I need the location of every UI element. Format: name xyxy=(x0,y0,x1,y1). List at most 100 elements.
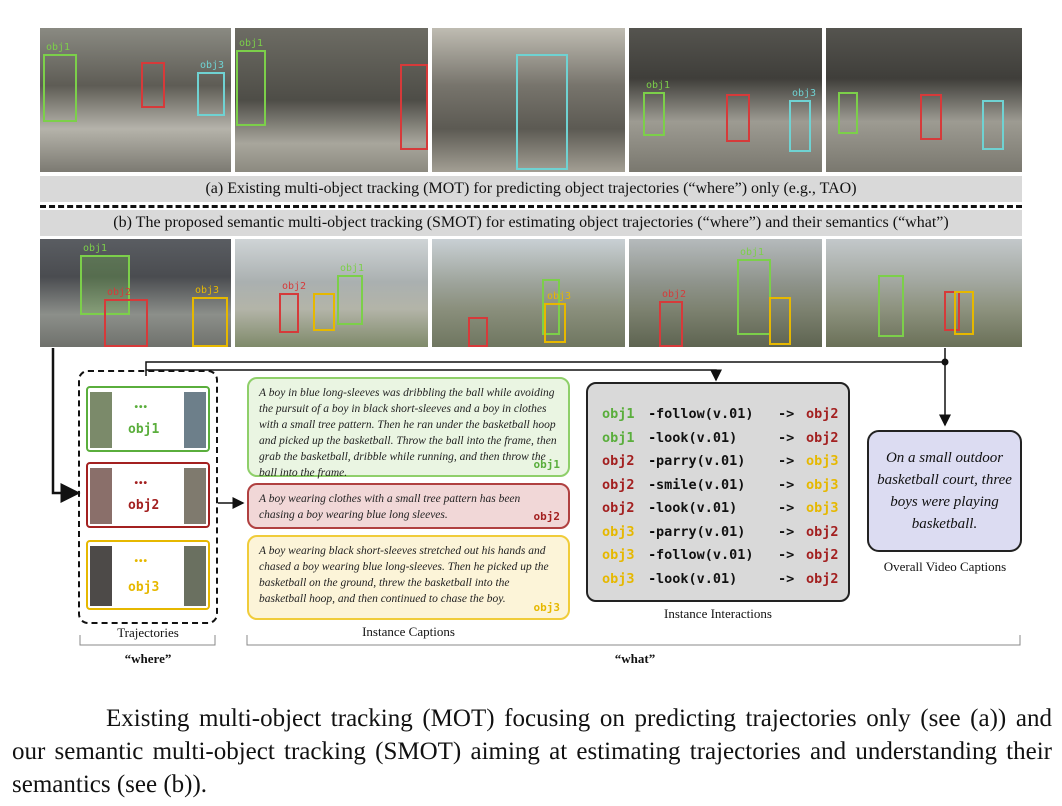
interaction-object: obj3 xyxy=(806,500,839,516)
trajectory-name: obj1 xyxy=(128,422,160,437)
caption-text: A boy wearing black short-sleeves stretc… xyxy=(259,545,549,605)
caption-obj3: A boy wearing black short-sleeves stretc… xyxy=(247,535,570,620)
bbox-obj3 xyxy=(769,297,791,345)
mot-frame-3 xyxy=(432,28,625,172)
interaction-object: obj2 xyxy=(806,570,839,587)
trajectory-thumb-start xyxy=(90,468,112,524)
trajectory-thumb-end xyxy=(184,468,206,524)
interaction-dash: - xyxy=(640,429,657,446)
label-instance-interactions: Instance Interactions xyxy=(664,606,772,621)
trajectory-thumb-end xyxy=(184,546,206,606)
bbox-obj3: obj3 xyxy=(544,291,571,343)
interaction-verb: follow(v.01) xyxy=(656,406,754,422)
bbox-obj3: obj3 xyxy=(197,60,225,116)
interaction-row: obj2 -parry(v.01) -> obj3 xyxy=(602,453,846,469)
bbox-obj1 xyxy=(542,279,560,335)
smot-frame-5 xyxy=(826,239,1022,347)
overall-caption-text: On a small outdoor basketball court, thr… xyxy=(877,450,1012,532)
interaction-arrow: -> xyxy=(778,523,795,540)
bbox-obj1: obj1 xyxy=(80,243,130,315)
caption-text: A boy in blue long-sleeves was dribbling… xyxy=(259,387,557,479)
bbox-obj3 xyxy=(313,293,335,331)
trajectories-panel xyxy=(78,370,218,624)
label-overall-video-captions: Overall Video Captions xyxy=(883,559,1007,574)
label-where: “where” xyxy=(124,651,172,666)
interaction-object: obj2 xyxy=(806,406,839,422)
trajectory-thumb-start xyxy=(90,392,112,448)
caption-tag: obj1 xyxy=(533,458,561,471)
interaction-dash: - xyxy=(640,500,657,516)
interaction-object: obj3 xyxy=(806,453,839,469)
bbox-obj1: obj1 xyxy=(643,80,670,136)
bbox-obj2 xyxy=(726,94,750,142)
interaction-subject: obj2 xyxy=(602,476,635,493)
interaction-verb: parry(v.01) xyxy=(656,523,746,540)
interaction-object: obj2 xyxy=(806,523,839,540)
bbox-obj2 xyxy=(400,64,428,150)
interaction-verb: smile(v.01) xyxy=(656,476,746,493)
dashed-separator xyxy=(40,205,1022,208)
trajectory-name: obj3 xyxy=(128,580,160,595)
smot-frame-2: obj2 obj1 xyxy=(235,239,428,347)
trajectory-dots: ... xyxy=(134,392,148,412)
bbox-obj2 xyxy=(944,291,960,331)
interaction-subject: obj2 xyxy=(602,500,635,516)
bbox-obj2 xyxy=(468,317,488,347)
smot-frame-4: obj2 obj1 xyxy=(629,239,822,347)
interaction-subject: obj1 xyxy=(602,406,635,422)
interaction-arrow: -> xyxy=(778,570,795,587)
interaction-verb: look(v.01) xyxy=(656,429,738,446)
interaction-subject: obj3 xyxy=(602,570,635,587)
interaction-object: obj3 xyxy=(806,476,839,493)
trajectory-dots: ... xyxy=(134,468,148,488)
interaction-verb: follow(v.01) xyxy=(656,547,754,563)
bbox-obj1: obj1 xyxy=(43,42,77,122)
bbox-obj2 xyxy=(920,94,942,140)
interaction-verb: look(v.01) xyxy=(656,570,738,587)
interaction-row: obj1 -follow(v.01)->obj2 xyxy=(602,406,846,422)
trajectory-obj1: ... obj1 xyxy=(86,386,210,452)
interaction-arrow: -> xyxy=(778,476,795,493)
bbox-obj1: obj1 xyxy=(337,263,364,325)
banner-mot: (a) Existing multi-object tracking (MOT)… xyxy=(40,176,1022,202)
interaction-dash: - xyxy=(640,523,657,540)
bbox-obj1: obj1 xyxy=(236,38,266,126)
smot-frame-3: obj3 xyxy=(432,239,625,347)
interaction-subject: obj1 xyxy=(602,429,635,446)
interaction-dash: - xyxy=(640,406,657,422)
interaction-subject: obj3 xyxy=(602,523,635,540)
interaction-dash: - xyxy=(640,547,657,563)
mot-frame-1: obj1 obj3 xyxy=(40,28,231,172)
trajectory-obj2: ... obj2 xyxy=(86,462,210,528)
caption-text: A boy wearing clothes with a small tree … xyxy=(259,493,521,521)
caption-obj1: A boy in blue long-sleeves was dribbling… xyxy=(247,377,570,479)
interaction-object: obj2 xyxy=(806,429,839,446)
caption-obj2: A boy wearing clothes with a small tree … xyxy=(247,483,570,529)
mot-frame-5 xyxy=(826,28,1022,172)
interaction-row: obj3 -look(v.01) -> obj2 xyxy=(602,571,846,587)
mot-frame-4: obj1 obj3 xyxy=(629,28,822,172)
label-what: “what” xyxy=(614,651,656,666)
overall-caption-box: On a small outdoor basketball court, thr… xyxy=(867,430,1022,552)
bbox-obj2: obj2 xyxy=(279,281,306,333)
interaction-dash: - xyxy=(640,453,657,469)
bbox-obj2 xyxy=(141,62,165,108)
bbox-obj1 xyxy=(878,275,904,337)
trajectory-dots: ... xyxy=(134,546,148,566)
bbox-obj2: obj2 xyxy=(104,287,148,347)
interaction-arrow: -> xyxy=(778,453,795,469)
interaction-row: obj3 -parry(v.01) -> obj2 xyxy=(602,524,846,540)
interaction-verb: parry(v.01) xyxy=(656,453,746,469)
bbox-obj2: obj2 xyxy=(659,289,686,347)
interaction-subject: obj2 xyxy=(602,453,635,469)
interaction-row: obj2 -look(v.01)->obj3 xyxy=(602,500,846,516)
mot-frame-2: obj1 xyxy=(235,28,428,172)
bbox-obj3: obj3 xyxy=(789,88,816,152)
interaction-row: obj2 -smile(v.01)->obj3 xyxy=(602,477,846,493)
bbox-obj3 xyxy=(982,100,1004,150)
interaction-dash: - xyxy=(640,570,657,587)
trajectory-obj3: ... obj3 xyxy=(86,540,210,610)
banner-smot: (b) The proposed semantic multi-object t… xyxy=(40,210,1022,236)
interaction-arrow: -> xyxy=(778,500,795,516)
